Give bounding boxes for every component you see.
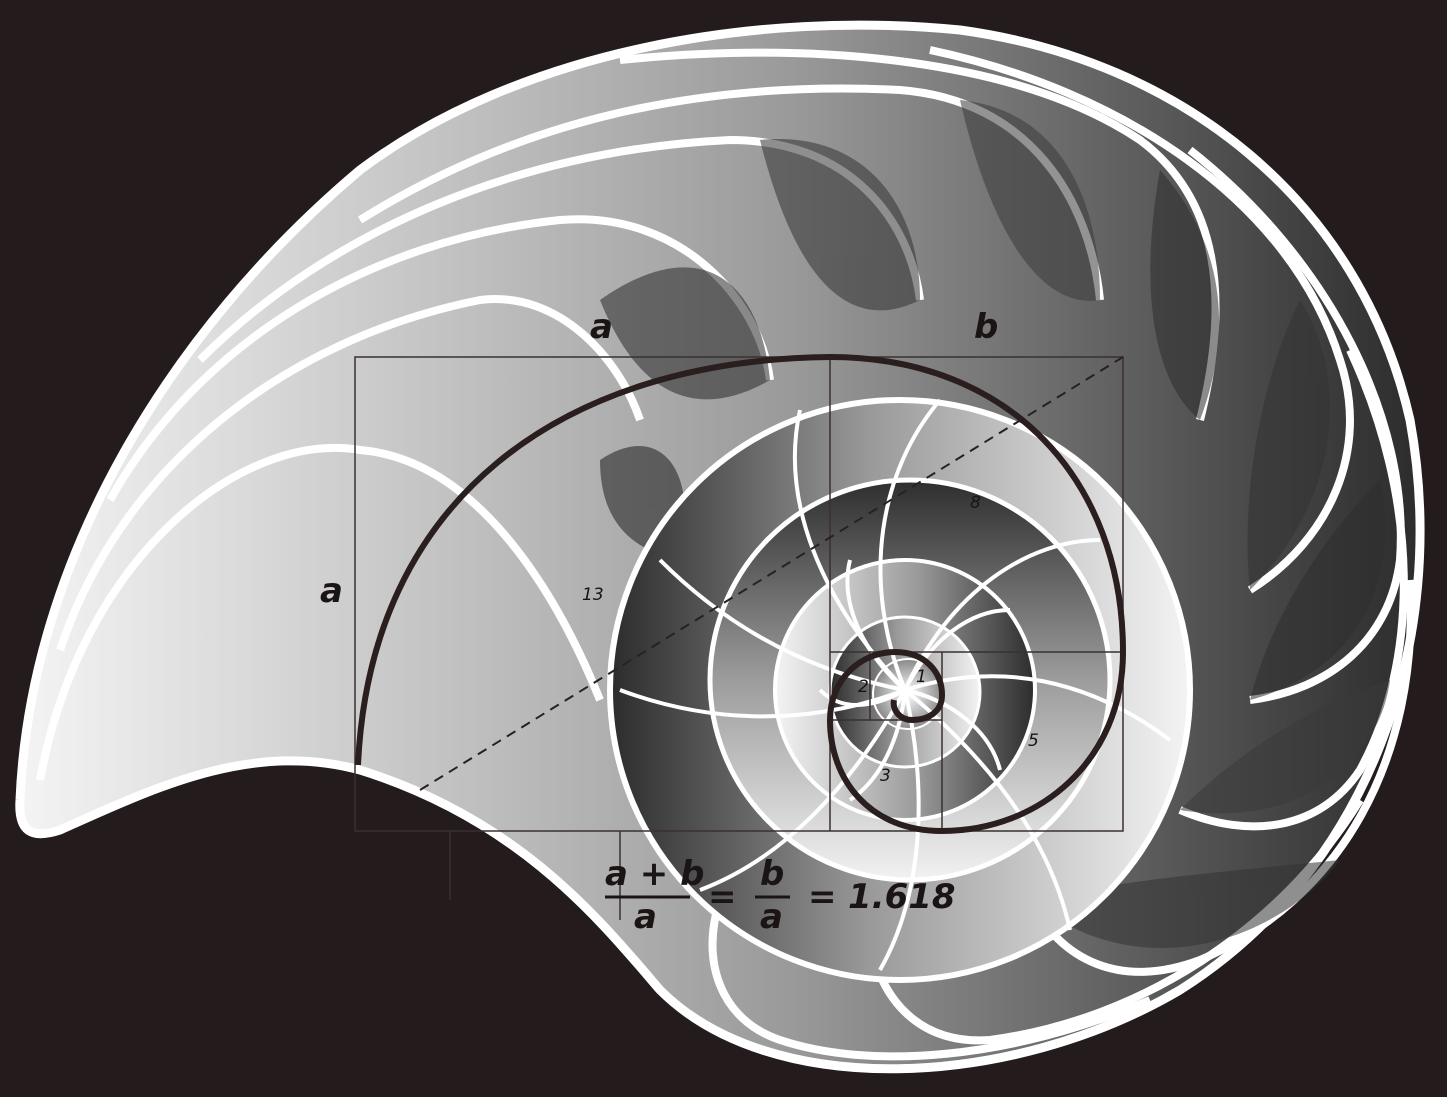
label-a-left: a <box>320 571 343 611</box>
label-a-top: a <box>590 307 613 347</box>
formula-denominator-left: a <box>634 897 657 937</box>
formula-value: 1.618 <box>848 877 956 917</box>
label-fib-13: 13 <box>582 585 604 605</box>
formula-numerator: a + b <box>605 854 704 894</box>
formula-numerator-right: b <box>760 854 784 894</box>
label-fib-5: 5 <box>1028 731 1039 751</box>
label-fib-1: 1 <box>916 667 927 687</box>
label-fib-8: 8 <box>970 493 981 513</box>
label-fib-3: 3 <box>880 766 891 786</box>
label-b-top: b <box>974 307 998 347</box>
formula-equals-2: = <box>808 877 837 917</box>
formula-denominator-right: a <box>760 897 783 937</box>
label-fib-2: 2 <box>858 677 869 697</box>
formula-equals-1: = <box>708 877 737 917</box>
